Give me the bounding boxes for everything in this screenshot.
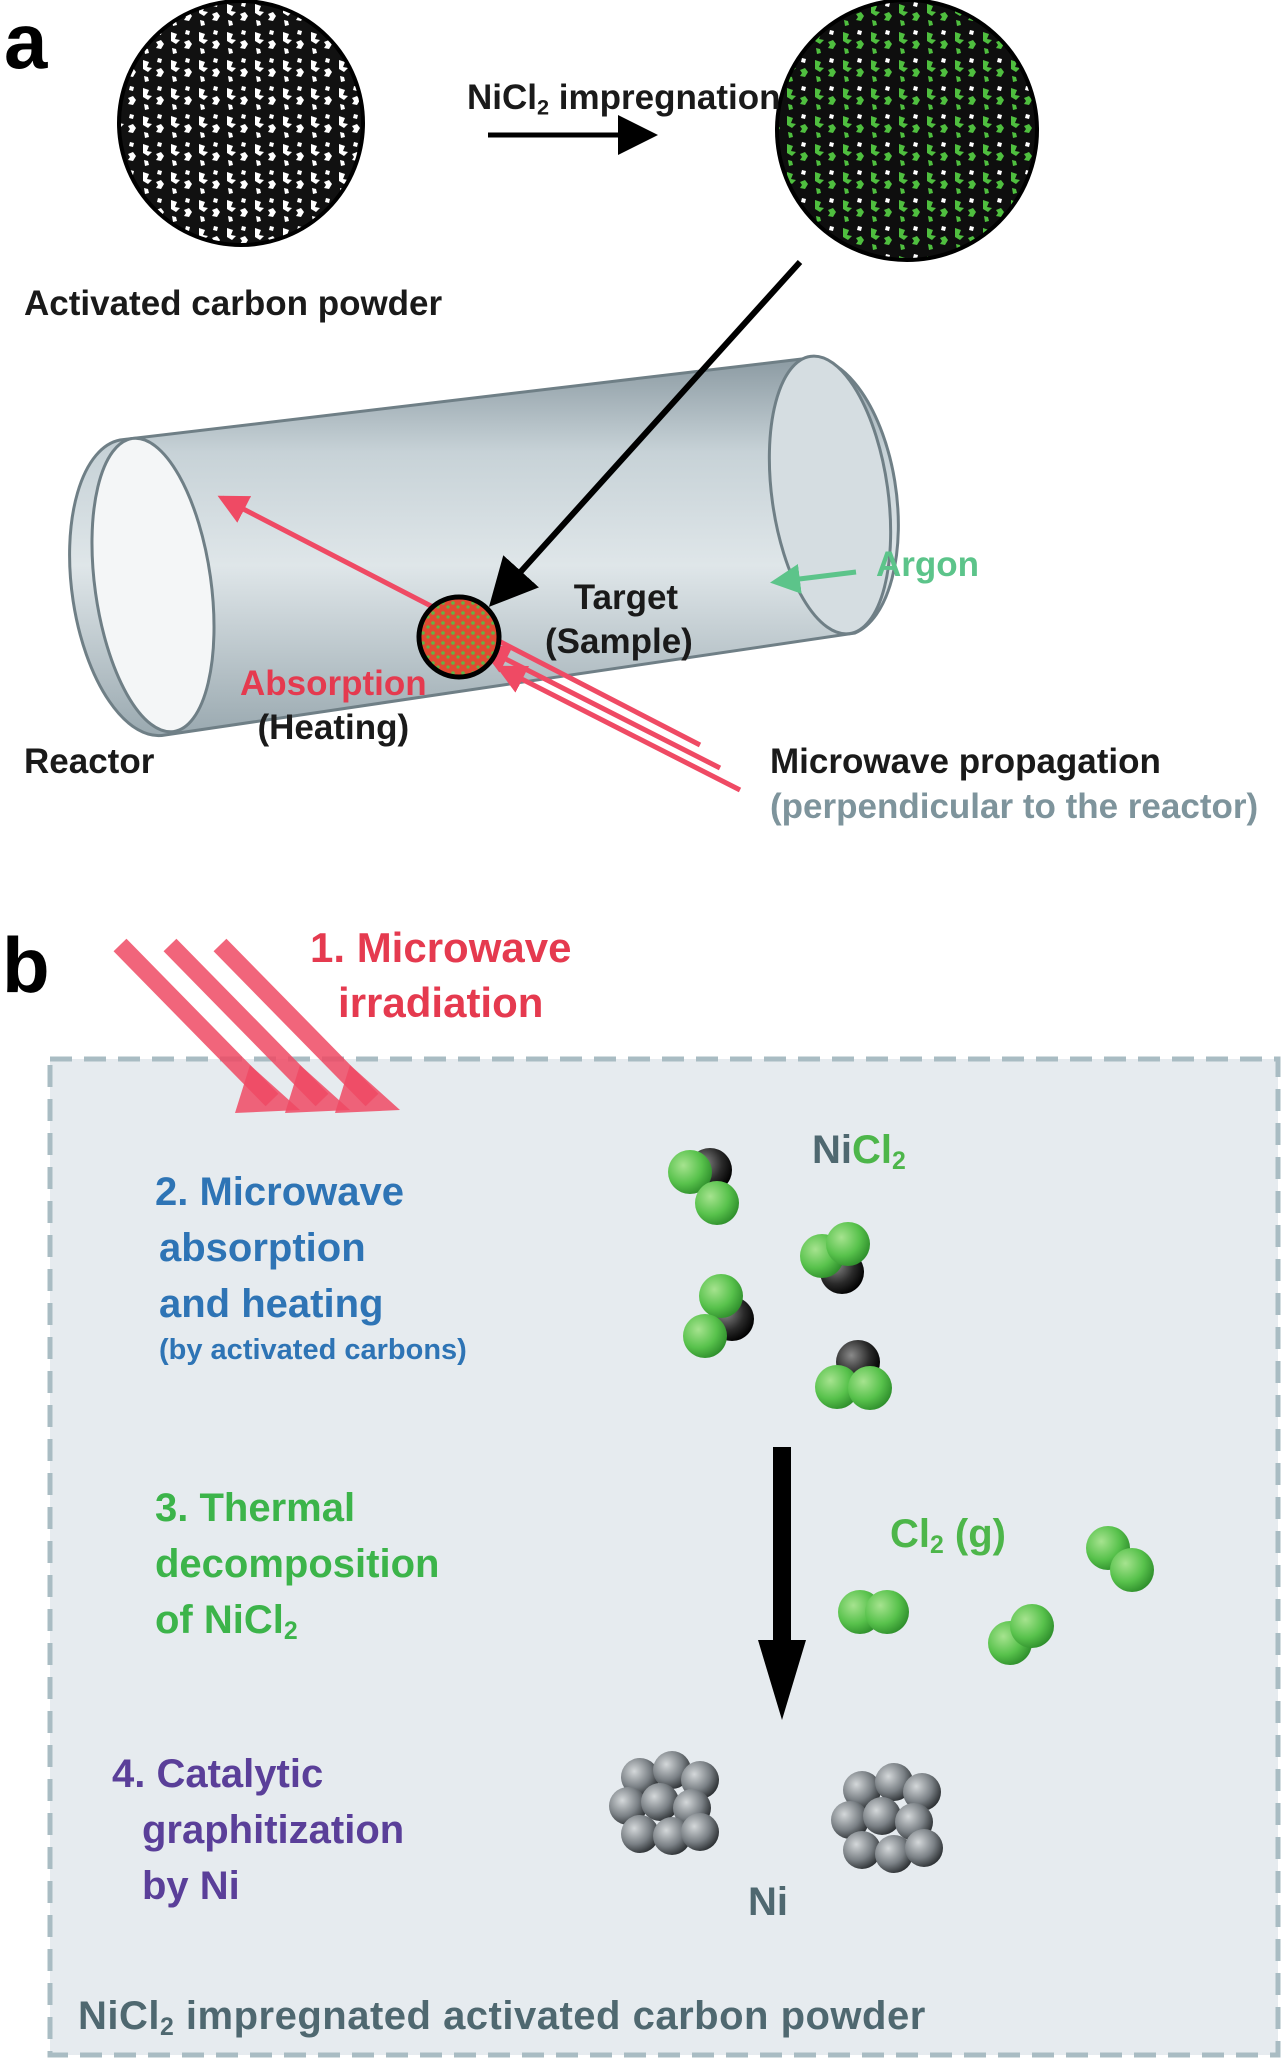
- ni-label: Ni: [748, 1880, 788, 1924]
- step2-line1: 2. Microwave: [155, 1170, 405, 1214]
- nicl2-molecule: [683, 1274, 754, 1358]
- step2-line2: absorption: [159, 1226, 366, 1270]
- microwave-irradiation-arrows: [113, 938, 400, 1113]
- nicl2-molecule: [668, 1148, 739, 1225]
- step4-line1: 4. Catalytic: [112, 1752, 324, 1796]
- ni-cluster: [609, 1751, 719, 1855]
- cl2-molecule: [838, 1590, 909, 1634]
- absorption-text: Absorption: [240, 664, 427, 703]
- decomposition-arrow: [758, 1447, 806, 1720]
- cl2-molecule: [988, 1604, 1054, 1665]
- box-caption: NiCl2 impregnated activated carbon powde…: [78, 1994, 926, 2042]
- step1-label: 1. Microwave irradiation: [310, 920, 571, 1030]
- step4-line2: graphitization: [142, 1808, 405, 1852]
- activated-carbon-circle: [117, 0, 365, 247]
- reactor-label: Reactor: [24, 742, 155, 781]
- nicl2-molecule: [800, 1222, 870, 1294]
- impregnated-carbon-circle: [775, 0, 1039, 262]
- step4-line3: by Ni: [142, 1864, 240, 1908]
- perpendicular-label: (perpendicular to the reactor): [770, 787, 1259, 826]
- step3-line1: 3. Thermal: [155, 1486, 356, 1530]
- cl2-molecule: [1086, 1526, 1154, 1592]
- argon-arrow: [770, 564, 857, 594]
- panel-label-b: b: [2, 921, 50, 1009]
- activated-carbon-caption: Activated carbon powder: [24, 284, 443, 323]
- step2-line4: (by activated carbons): [159, 1334, 467, 1366]
- step2-label: 2. Microwave absorption and heating (by …: [155, 1164, 467, 1368]
- step2-line3: and heating: [159, 1282, 384, 1326]
- nicl2-molecule: [815, 1340, 892, 1410]
- process-box: [47, 1056, 1281, 2058]
- panel-label-a: a: [4, 0, 48, 85]
- target-label: Target (Sample): [545, 576, 693, 664]
- step3-label: 3. Thermal decomposition of NiCl2: [155, 1480, 439, 1648]
- target-sample: [416, 594, 502, 680]
- step3-line2: decomposition: [155, 1542, 440, 1586]
- step1-line1: 1. Microwave: [310, 924, 572, 971]
- target-label-line2: (Sample): [545, 622, 693, 661]
- heating-text: (Heating): [257, 708, 410, 747]
- step1-line2: irradiation: [338, 979, 544, 1026]
- absorption-label: Absorption (Heating): [240, 662, 427, 750]
- step4-label: 4. Catalytic graphitization by Ni: [112, 1746, 404, 1914]
- step3-line3: of NiCl2: [155, 1598, 298, 1646]
- cl2-label: Cl2 (g): [890, 1512, 1006, 1560]
- transfer-arrow: [488, 259, 803, 607]
- reactor-tube: [68, 354, 900, 738]
- impregnation-label: NiCl2 impregnation: [467, 78, 781, 120]
- ni-cluster: [831, 1763, 943, 1873]
- target-label-line1: Target: [573, 578, 679, 617]
- microwave-propagation-label: Microwave propagation: [770, 742, 1161, 781]
- nicl2-label: NiCl2: [812, 1128, 906, 1176]
- argon-label: Argon: [876, 545, 980, 584]
